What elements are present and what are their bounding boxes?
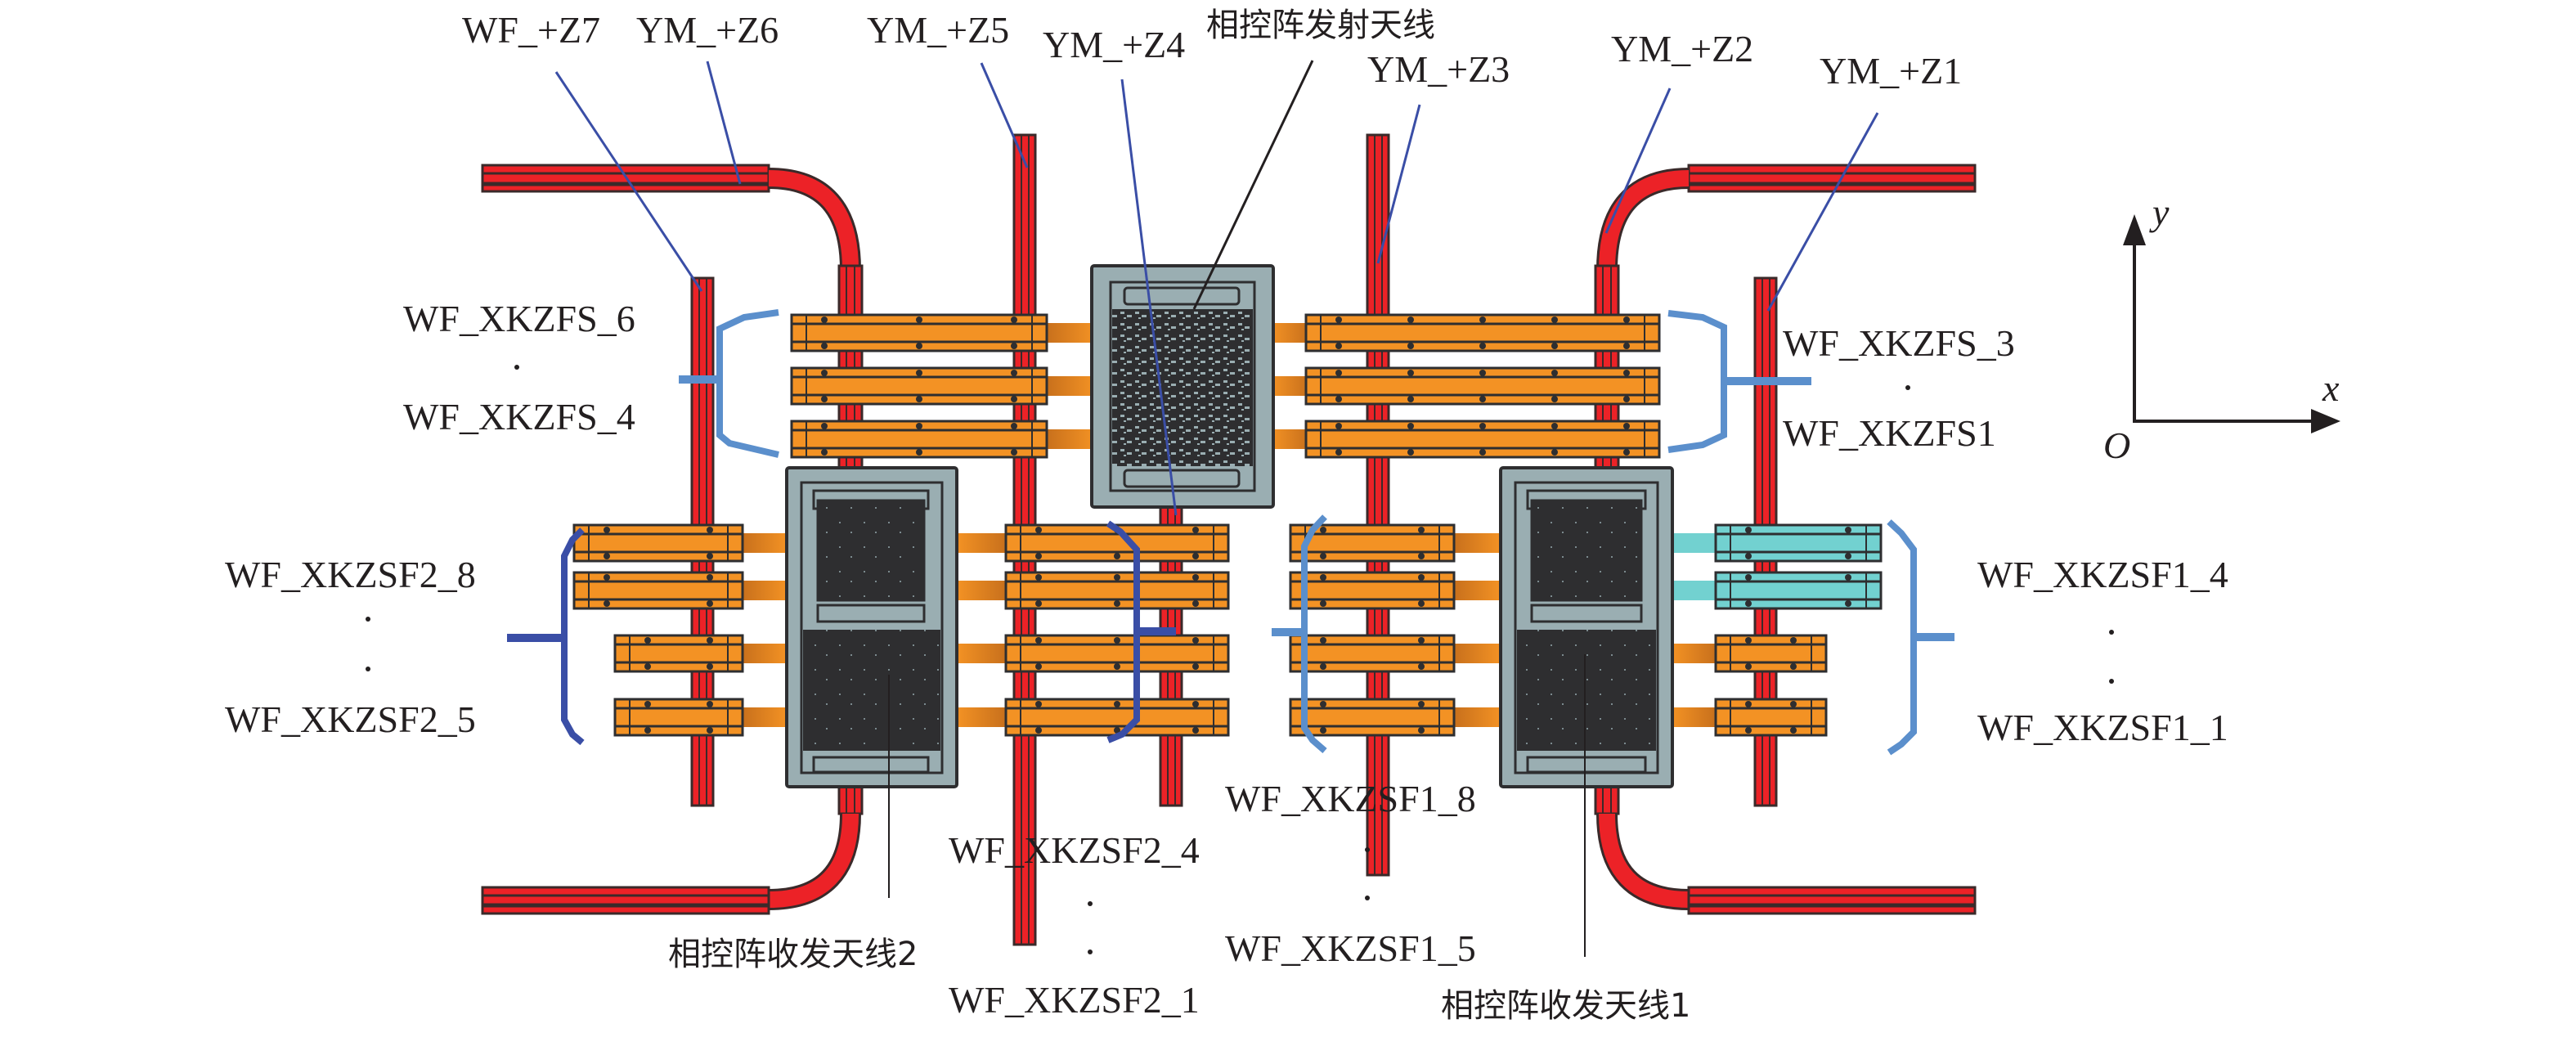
- label-ym-z6: YM_+Z6: [636, 9, 779, 51]
- connector-bar: [957, 523, 1230, 563]
- connector-bar: [790, 313, 1094, 352]
- connector-bar: [572, 571, 787, 610]
- label-ym-z3: YM_+Z3: [1367, 48, 1510, 90]
- label-wf-z7: WF_+Z7: [462, 9, 600, 51]
- connector-bar: [1272, 420, 1661, 459]
- coordinate-axes: y x O: [2103, 191, 2340, 466]
- connector-bar: [957, 571, 1230, 610]
- connector-bar: [1672, 698, 1828, 737]
- brackets: [507, 309, 1954, 756]
- connector-bar: [1289, 571, 1501, 610]
- x-axis-label: x: [2322, 367, 2340, 409]
- connector-bar: [1289, 634, 1501, 673]
- connector-bar: [1672, 571, 1883, 610]
- tx-antenna: [1090, 264, 1275, 509]
- rx-antenna-1: [1499, 466, 1674, 788]
- label-zsf2-5: WF_XKZSF2_5: [225, 698, 476, 740]
- y-axis-label: y: [2149, 191, 2170, 233]
- connector-bar: [790, 420, 1094, 459]
- label-zsf1-8: WF_XKZSF1_8: [1225, 778, 1476, 819]
- connector-bar: [1672, 634, 1828, 673]
- label-zsf1-5: WF_XKZSF1_5: [1225, 927, 1476, 969]
- label-tx-antenna: 相控阵发射天线: [1206, 7, 1435, 44]
- label-zfs-4: WF_XKZFS_4: [403, 396, 635, 438]
- pipe-ym-z2: [1594, 164, 1977, 915]
- connector-bar: [1672, 523, 1883, 563]
- label-zsf1-4: WF_XKZSF1_4: [1977, 554, 2228, 595]
- leader-lines: [554, 60, 1879, 957]
- connector-bar: [613, 698, 787, 737]
- connector-bar: [572, 523, 787, 563]
- connector-bar: [1289, 523, 1501, 563]
- connector-bar: [613, 634, 787, 673]
- label-zsf2-1: WF_XKZSF2_1: [949, 979, 1200, 1021]
- label-ym-z5: YM_+Z5: [867, 9, 1009, 51]
- pipe-ym-z3: [1366, 133, 1390, 877]
- label-zfs-3: WF_XKZFS_3: [1783, 322, 2015, 364]
- bracket-zfs-right: [1667, 310, 1727, 453]
- bracket-zfs-left: [716, 309, 779, 458]
- origin-label: O: [2103, 424, 2130, 466]
- label-zfs-6: WF_XKZFS_6: [403, 298, 635, 339]
- connector-bar: [1272, 313, 1661, 352]
- connector-bar: [1272, 366, 1661, 406]
- y-axis-arrow-icon: [2123, 214, 2146, 245]
- label-ym-z4: YM_+Z4: [1043, 24, 1185, 65]
- x-axis-arrow-icon: [2311, 409, 2340, 433]
- bracket-zsf1-right: [1887, 519, 1917, 756]
- label-zsf2-4: WF_XKZSF2_4: [949, 829, 1200, 871]
- label-zfs-1: WF_XKZFS1: [1783, 412, 1996, 454]
- label-rx-antenna-1: 相控阵收发天线1: [1441, 987, 1690, 1025]
- labels: WF_+Z7 YM_+Z6 YM_+Z5 YM_+Z4 相控阵发射天线 YM_+…: [225, 7, 2228, 1025]
- label-ym-z1: YM_+Z1: [1820, 50, 1962, 92]
- connector-bar: [957, 698, 1230, 737]
- connector-bar: [790, 366, 1094, 406]
- label-zsf2-8: WF_XKZSF2_8: [225, 554, 476, 595]
- label-ym-z2: YM_+Z2: [1611, 28, 1753, 70]
- connector-bar: [957, 634, 1230, 673]
- label-rx-antenna-2: 相控阵收发天线2: [668, 936, 918, 973]
- connector-bar: [1289, 698, 1501, 737]
- bracket-zsf1-left: [1301, 514, 1327, 754]
- label-zsf1-1: WF_XKZSF1_1: [1977, 707, 2228, 748]
- rx-antenna-2: [785, 466, 958, 788]
